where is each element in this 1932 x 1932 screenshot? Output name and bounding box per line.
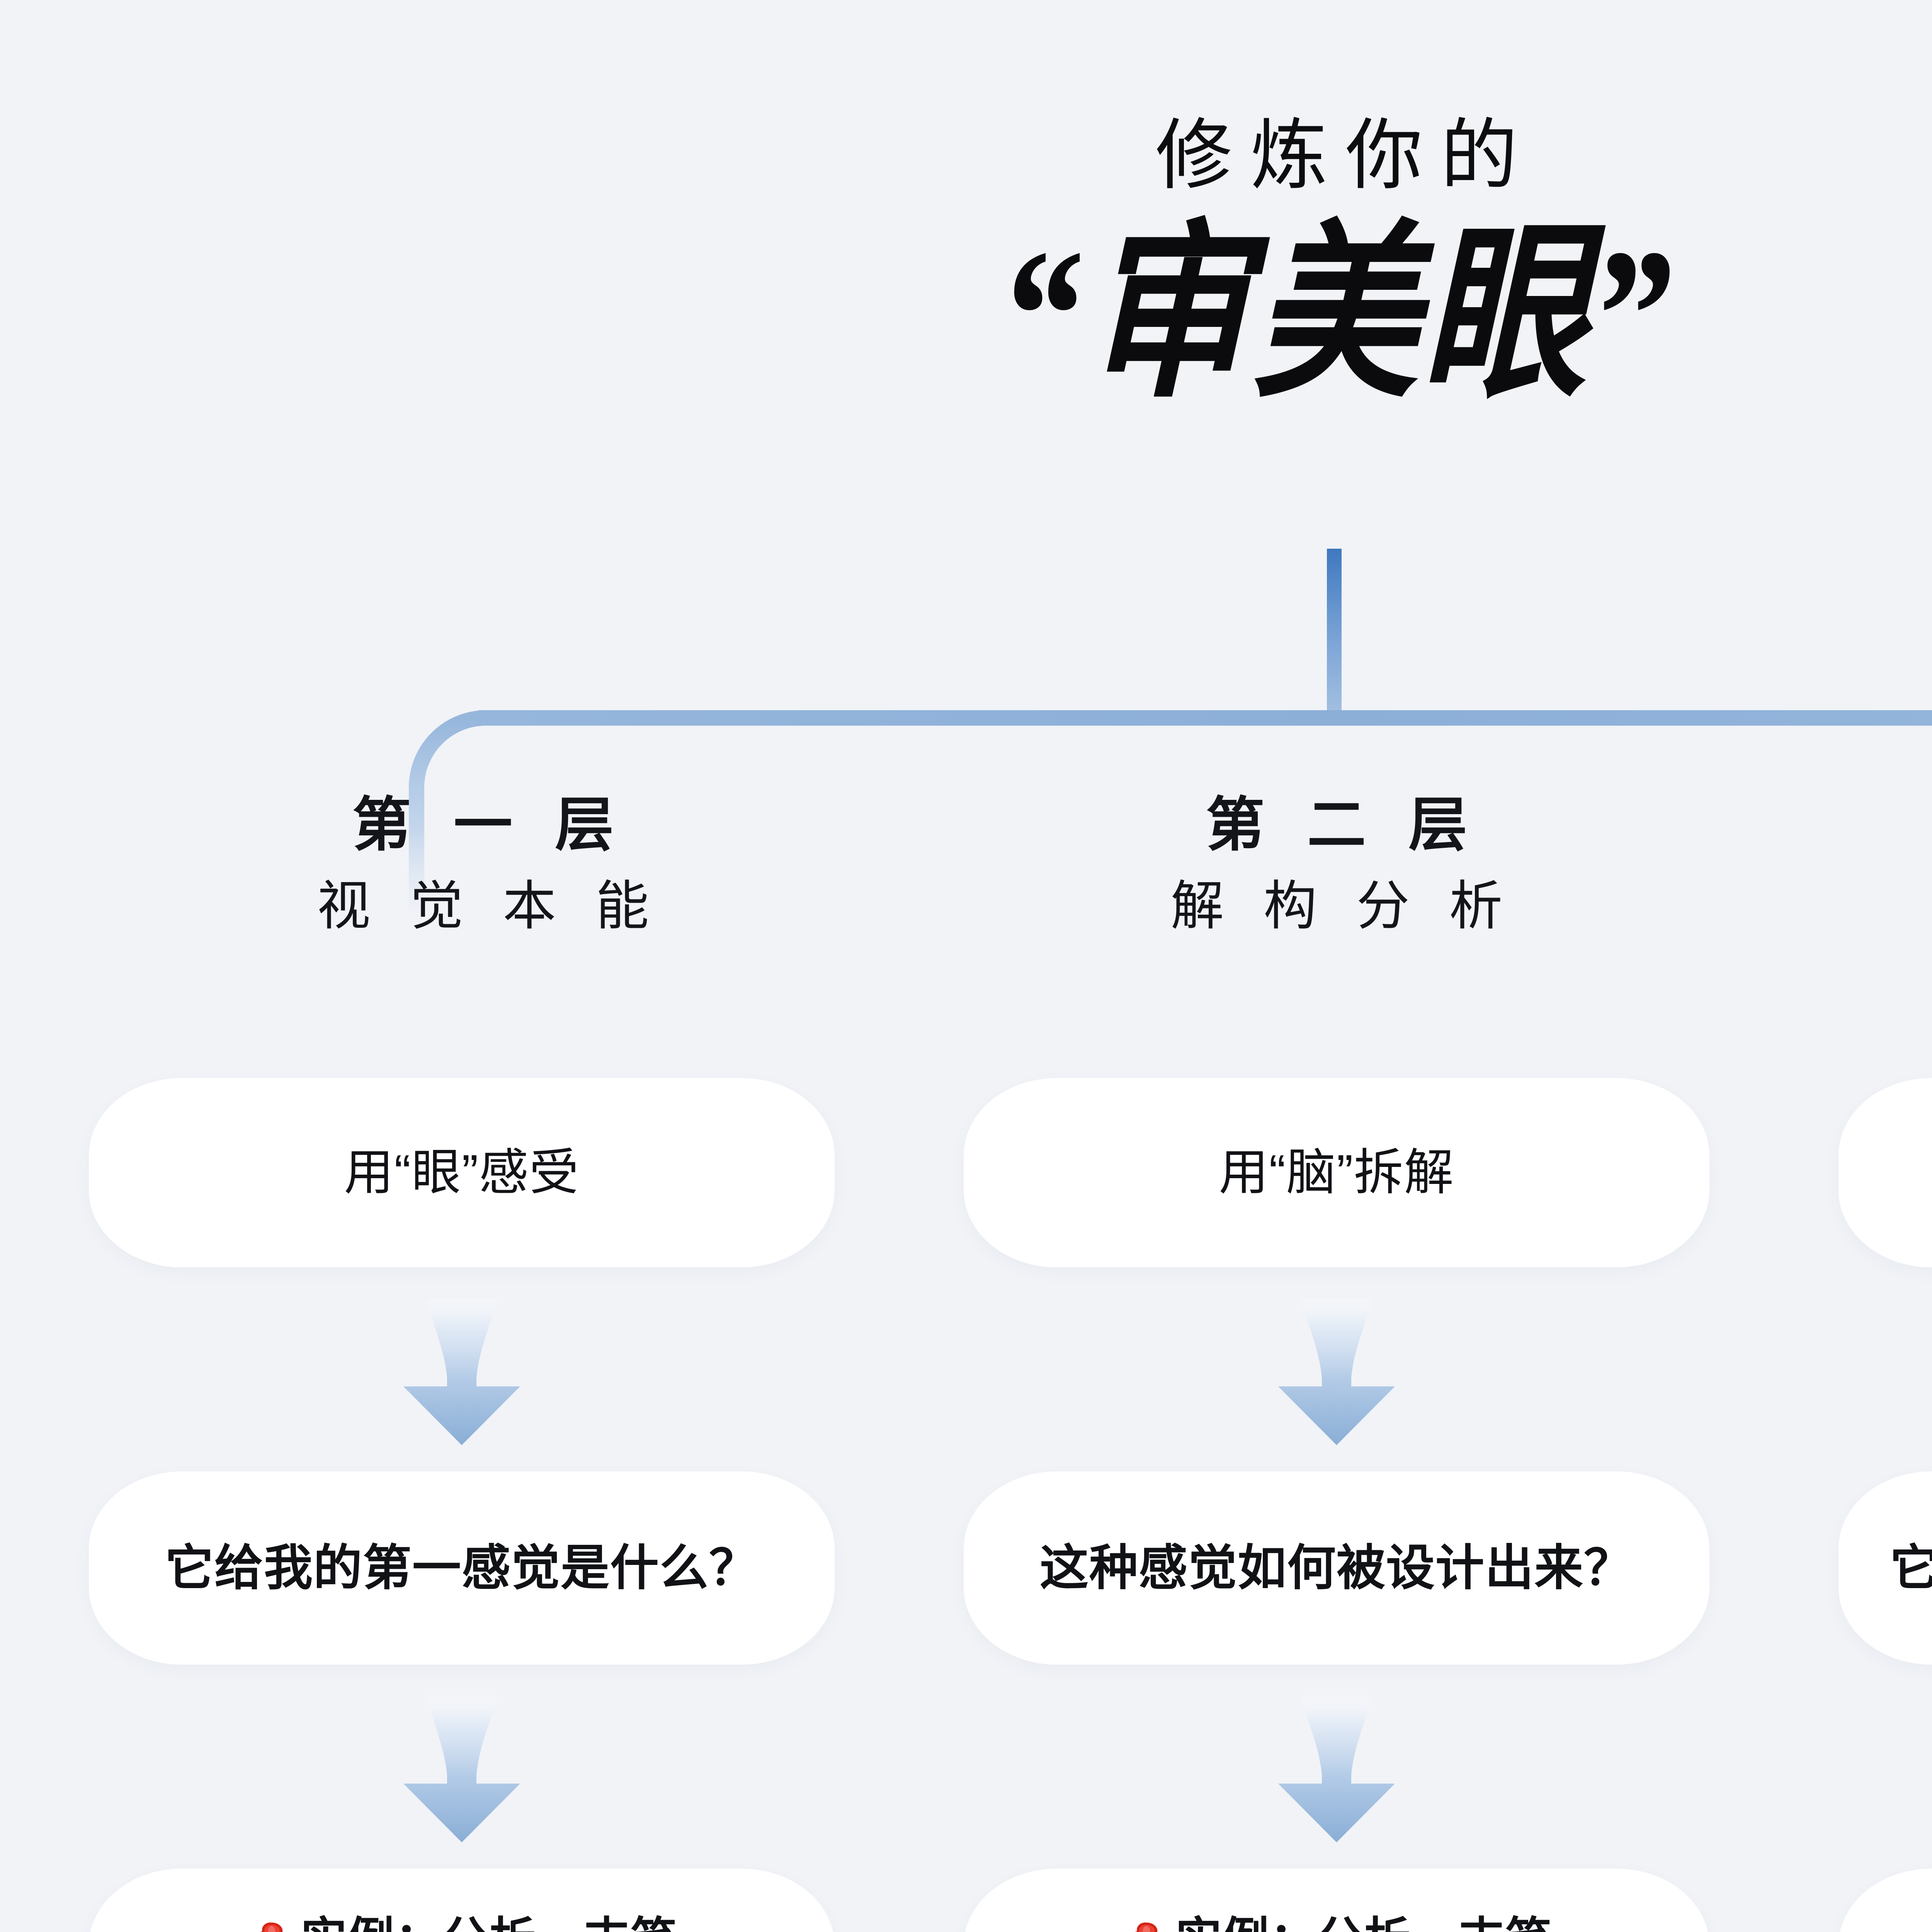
question-card-3[interactable]: 它为何存在？与我有何关系？ [1838, 1471, 1932, 1665]
column-stack-3: 用“心”联结 它为何存在？与我有何关系？ [1838, 1078, 1932, 1932]
down-arrow-icon [403, 1696, 520, 1842]
question-card-3-text: 它为何存在？与我有何关系？ [1890, 1541, 1932, 1595]
method-card-3[interactable]: 用“心”联结 [1838, 1078, 1932, 1267]
example-card-2[interactable]: 实例：分析一支笔 哑光黑/全金属/防滑平面 [964, 1869, 1709, 1932]
column-headings: 第 一 层 视 觉 本 能 第 二 层 解 构 分 析 第 三 层 文 化 叙 … [0, 792, 1932, 936]
column-2-title: 第 二 层 [1206, 792, 1481, 858]
column-1-subtitle: 视 觉 本 能 [317, 876, 662, 936]
method-card-1[interactable]: 用“眼”感受 [89, 1078, 835, 1267]
title-block: 修炼你的 “审美眼” [0, 114, 1932, 420]
example-card-2-label-row: 实例：分析一支笔 [1121, 1910, 1553, 1932]
page-title: “审美眼” [998, 211, 1675, 420]
title-eyebrow: 修炼你的 [1155, 114, 1536, 199]
down-arrow-icon [403, 1298, 520, 1445]
column-stack-1: 用“眼”感受 它给我的第一感觉是什么？ [89, 1078, 835, 1932]
question-card-2-text: 这种感觉如何被设计出来？ [1040, 1541, 1633, 1595]
question-card-1[interactable]: 它给我的第一感觉是什么？ [89, 1471, 835, 1665]
example-card-1-label-row: 实例：分析一支笔 [246, 1910, 678, 1932]
column-1-title: 第 一 层 [352, 792, 627, 858]
example-card-1-label: 实例：分析一支笔 [301, 1910, 678, 1932]
example-card-1[interactable]: 实例：分析一支笔 冷静的理工科大佬 [89, 1869, 835, 1932]
column-2-subtitle: 解 构 分 析 [1170, 876, 1515, 936]
column-heading-3: 第 三 层 文 化 叙 事 [1792, 792, 1932, 936]
down-arrow-icon [1278, 1696, 1395, 1842]
pushpin-icon [246, 1918, 292, 1932]
column-heading-2: 第 二 层 解 构 分 析 [939, 792, 1735, 936]
example-card-3[interactable]: 实例：分析一支笔 理性美学 /陪我专注的老伙计 [1838, 1869, 1932, 1932]
method-card-2-text: 用“脑”拆解 [1219, 1145, 1454, 1200]
method-card-2[interactable]: 用“脑”拆解 [964, 1078, 1709, 1267]
column-heading-1: 第 一 层 视 觉 本 能 [85, 792, 881, 936]
example-card-2-label: 实例：分析一支笔 [1175, 1910, 1553, 1932]
column-stack-2: 用“脑”拆解 这种感觉如何被设计出来？ [964, 1078, 1709, 1932]
pushpin-icon [1121, 1918, 1167, 1932]
question-card-2[interactable]: 这种感觉如何被设计出来？ [964, 1471, 1709, 1665]
down-arrow-icon [1278, 1298, 1395, 1445]
method-card-1-text: 用“眼”感受 [344, 1145, 580, 1200]
question-card-1-text: 它给我的第一感觉是什么？ [165, 1541, 759, 1595]
card-grid: 用“眼”感受 它给我的第一感觉是什么？ [0, 1078, 1932, 1932]
